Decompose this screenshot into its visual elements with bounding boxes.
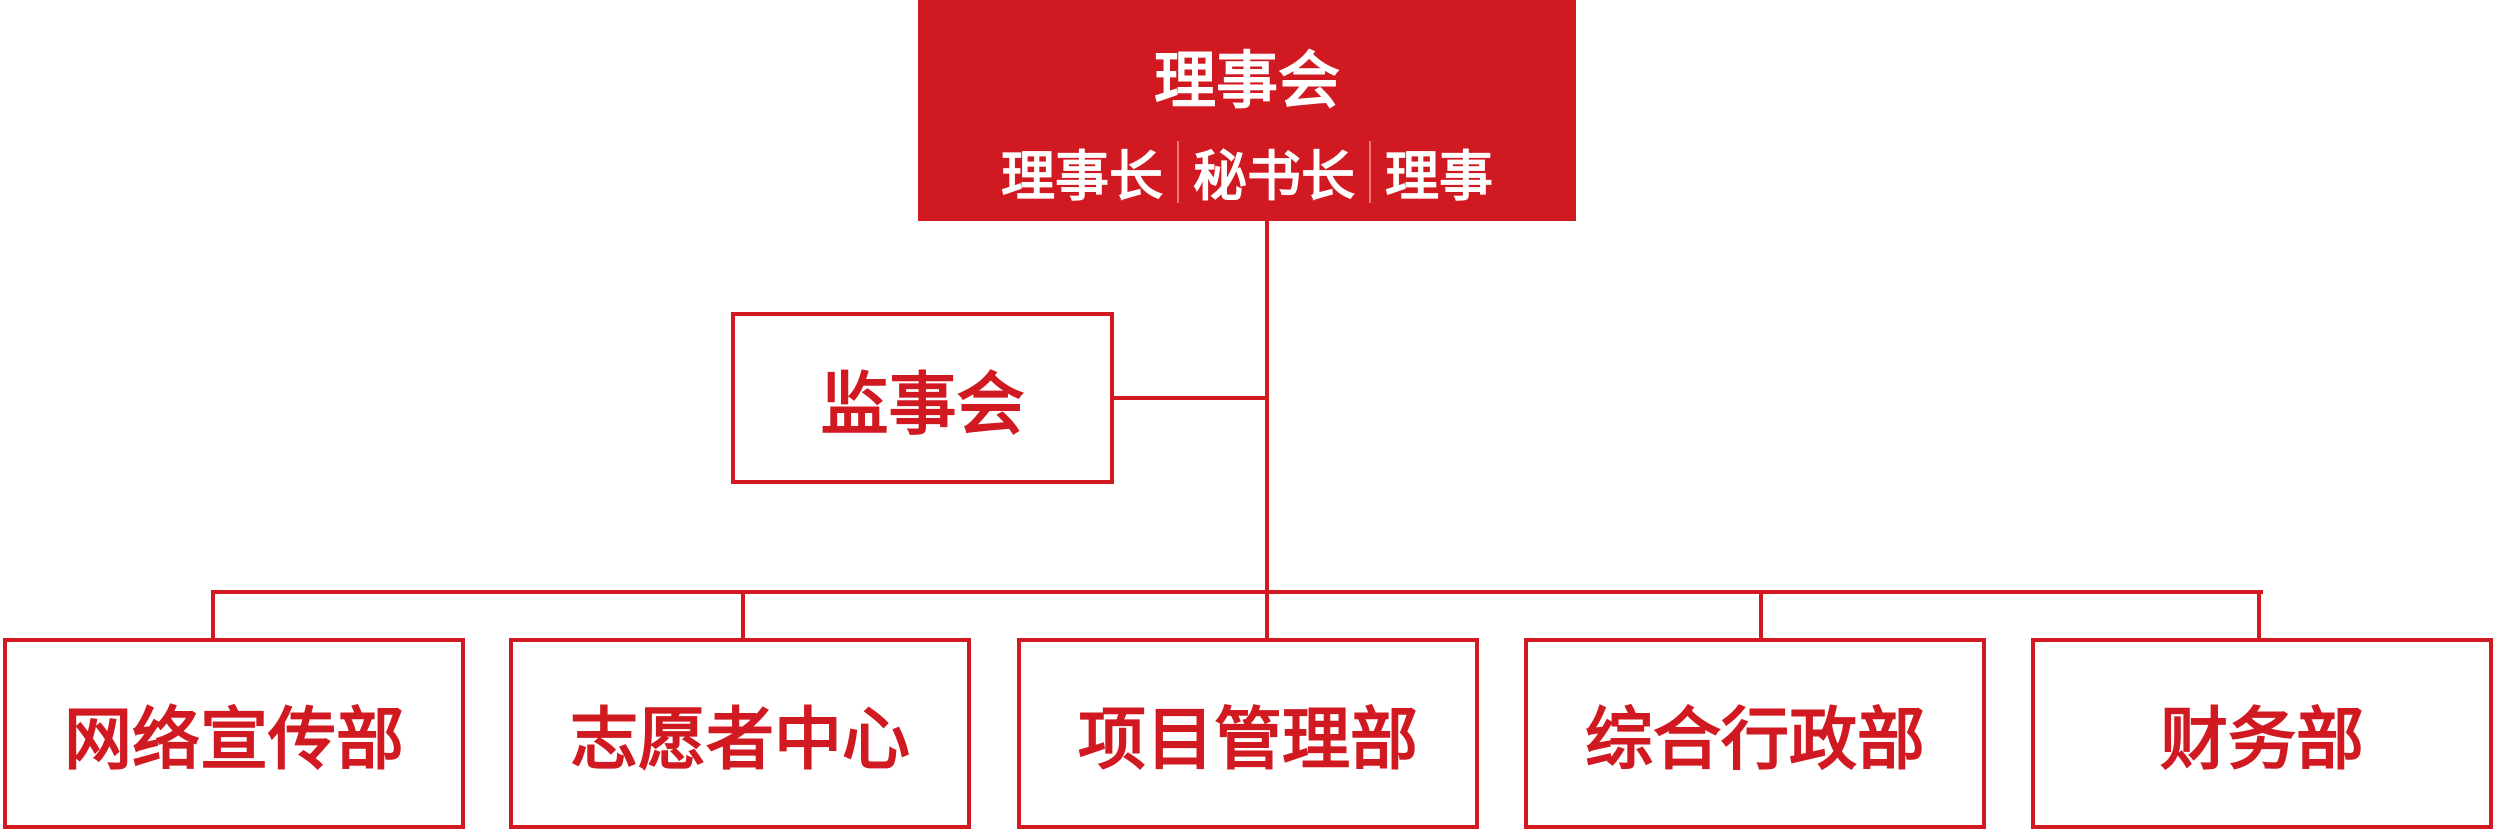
board-box: 理事会 理事长 秘书长 理事 [918,0,1576,221]
board-title: 理事会 [1153,44,1340,117]
department-box: 网络宣传部 [3,638,465,829]
connector-supervisory [1114,396,1267,400]
department-label: 志愿者中心 [569,701,910,780]
role-secretary-general: 秘书长 [1193,145,1355,208]
connector-main-vertical [1265,221,1269,638]
department-label: 综合行政部 [1584,701,1925,780]
department-box: 志愿者中心 [509,638,971,829]
department-box: 项目管理部 [1017,638,1479,829]
role-divider [1369,140,1371,203]
connector-drop [1759,590,1763,640]
department-label: 财务部 [2159,701,2364,780]
connector-horizontal [211,590,2263,594]
department-box: 财务部 [2031,638,2493,829]
department-box: 综合行政部 [1524,638,1986,829]
board-roles: 理事长 秘书长 理事 [918,132,1576,211]
department-label: 网络宣传部 [63,701,404,780]
role-divider [1177,140,1179,203]
connector-drop [741,590,745,640]
role-chairman: 理事长 [1001,145,1163,208]
connector-drop [2257,590,2261,640]
connector-drop [211,590,215,640]
supervisory-box: 监事会 [731,312,1114,484]
supervisory-title: 监事会 [820,365,1025,445]
role-director: 理事 [1385,145,1493,208]
department-label: 项目管理部 [1077,701,1418,780]
